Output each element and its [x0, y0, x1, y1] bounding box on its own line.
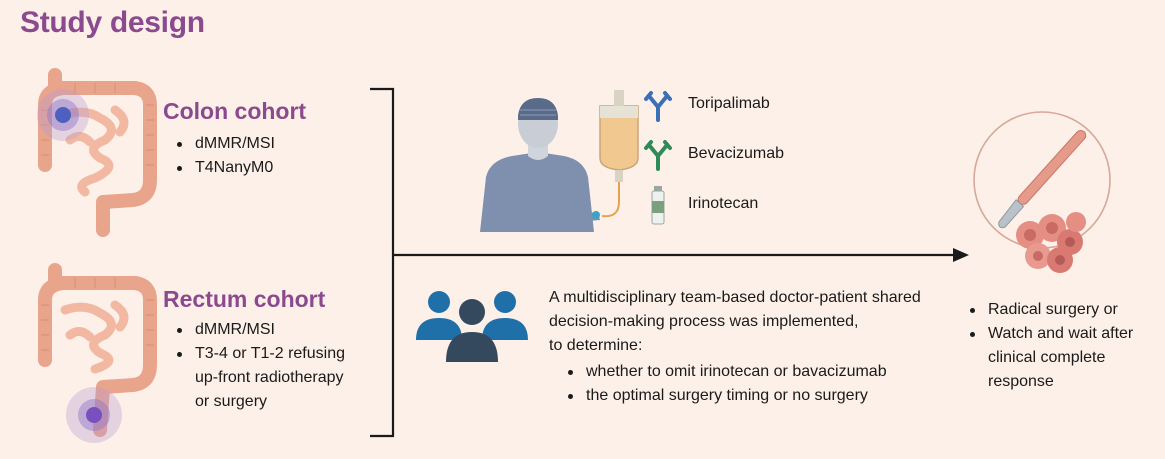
outcome-item: Radical surgery or: [968, 298, 1133, 322]
vial-icon: [651, 186, 665, 225]
antibody-icon: [644, 140, 672, 171]
mdt-description: A multidisciplinary team-based doctor-pa…: [549, 286, 921, 358]
drug-label-bevacizumab: Bevacizumab: [688, 145, 785, 162]
mdt-line: to determine:: [549, 337, 643, 354]
rectum-cohort-title: Rectum cohort: [163, 286, 326, 312]
outcomes-list: Radical surgery or Watch and wait after …: [968, 298, 1133, 394]
drug-label-toripalimab: Toripalimab: [688, 95, 770, 112]
rectum-criterion-line: or surgery: [195, 393, 268, 410]
drug-label-irinotecan: Irinotecan: [688, 195, 759, 212]
patient-infusion-illustration: [480, 90, 639, 232]
colon-intestine-illustration: [37, 68, 157, 237]
team-icon: [416, 291, 528, 362]
outcome-line: Watch and wait after: [988, 325, 1134, 342]
mdt-line: A multidisciplinary team-based doctor-pa…: [549, 289, 921, 306]
rectum-criterion: T3-4 or T1-2 refusing up-front radiother…: [175, 342, 345, 414]
rectum-criterion: dMMR/MSI: [175, 318, 345, 342]
colon-criterion: dMMR/MSI: [175, 132, 275, 156]
mdt-decision: whether to omit irinotecan or bavacizuma…: [566, 360, 887, 384]
mdt-line: decision-making process was implemented,: [549, 313, 859, 330]
antibody-icon: [644, 91, 672, 122]
mdt-decision: the optimal surgery timing or no surgery: [566, 384, 887, 408]
rectum-criterion-line: T3-4 or T1-2 refusing: [195, 345, 345, 362]
outcome-line: clinical complete: [988, 349, 1106, 366]
surgery-illustration: [973, 111, 1111, 273]
rectum-criterion-line: up-front radiotherapy: [195, 369, 344, 386]
rectum-criteria-list: dMMR/MSI T3-4 or T1-2 refusing up-front …: [175, 318, 345, 414]
rectum-intestine-illustration: [38, 263, 157, 443]
mdt-decisions-list: whether to omit irinotecan or bavacizuma…: [566, 360, 887, 408]
colon-criteria-list: dMMR/MSI T4NanyM0: [175, 132, 275, 180]
cohort-bracket: [370, 87, 395, 438]
colon-criterion: T4NanyM0: [175, 156, 275, 180]
page-title: Study design: [20, 6, 205, 39]
outcome-line: response: [988, 373, 1054, 390]
colon-cohort-title: Colon cohort: [163, 98, 307, 124]
outcome-item: Watch and wait after clinical complete r…: [968, 322, 1133, 394]
flow-arrow-head: [953, 248, 969, 262]
